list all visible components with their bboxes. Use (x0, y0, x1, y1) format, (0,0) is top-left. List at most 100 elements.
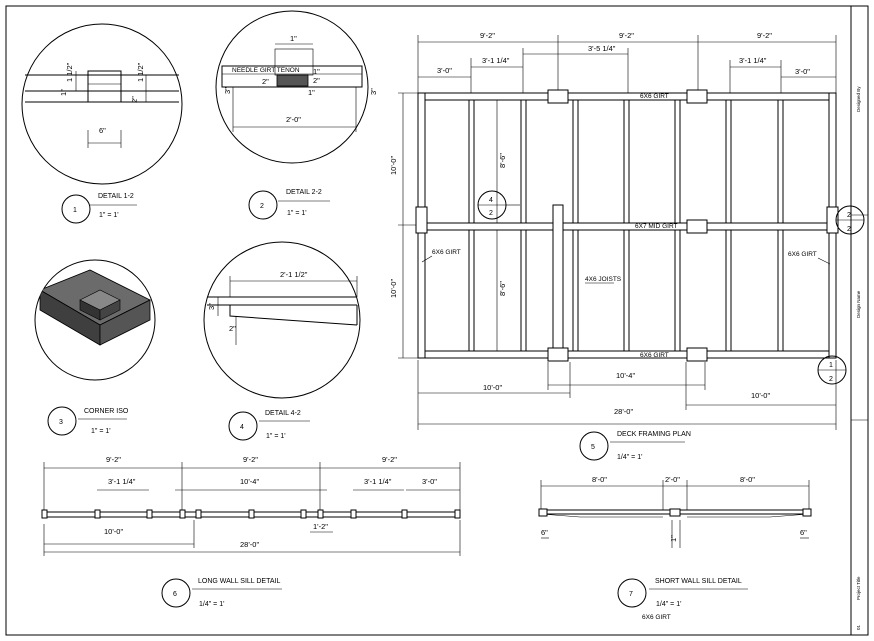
plan-joist (674, 99, 681, 224)
d22-dim-bottom: 2'-0" (286, 115, 301, 124)
plan-joist (725, 99, 732, 224)
s6-dim-t2: 9'-2" (243, 455, 258, 464)
d22-callout (248, 190, 278, 220)
s7-dim-t3: 8'-0" (740, 475, 755, 484)
plan-dim-v1: 10'-0" (389, 156, 398, 175)
plan-dim-j2: 8'-6" (498, 281, 507, 296)
d22-dim-top: 1" (290, 34, 297, 43)
plan-joist (777, 229, 784, 352)
s6-post (350, 509, 357, 519)
detail-1-2: 6" 1 1/2" 1 1/2" 1" 2" 1 DETAIL 1-2 1" =… (21, 23, 183, 224)
plan-scale: 1/4" = 1' (617, 454, 642, 461)
s6-dim-m3: 3'-1 1/4" (364, 477, 392, 486)
d12-title: DETAIL 1-2 (98, 193, 134, 200)
plan-dim-b3: 10'-0" (751, 391, 770, 400)
plan-dim-r0: 3'-0" (795, 67, 810, 76)
titleblock-number: 01 (856, 624, 861, 630)
plan-dim-l0: 3'-0" (437, 66, 452, 75)
d22-dim-b: 2" (262, 77, 269, 86)
plan-dim-top2: 9'-2" (619, 31, 634, 40)
detail-2-2: NEEDLE GIRT TENON 2'-0" 1" 3" 3" 2" 1" 2… (215, 10, 378, 220)
s6-post (248, 509, 255, 519)
s6-scale: 1/4" = 1' (199, 601, 224, 608)
d12-num: 1 (73, 207, 77, 214)
plan-dim-top1: 9'-2" (480, 31, 495, 40)
s6-callout (161, 578, 191, 608)
d42-scale: 1" = 1' (266, 433, 286, 440)
plan-joist (468, 99, 475, 224)
plan-label-joists: 4X6 JOISTS (585, 276, 622, 283)
d42-dim-bottom: 2" (229, 324, 236, 333)
plan-joist (777, 99, 784, 224)
d42-callout (228, 411, 258, 441)
s6-post (195, 509, 202, 519)
s7-note: 6X6 GIRT (642, 614, 671, 621)
s7-title: SHORT WALL SILL DETAIL (655, 578, 742, 585)
plan-joist (725, 229, 732, 352)
deck-framing-plan: 9'-2" 9'-2" 9'-2" 3'-5 1/4" 3'-1 1/4" 3'… (389, 31, 865, 461)
plan-dim-v2: 10'-0" (389, 279, 398, 298)
s6-post (454, 509, 461, 519)
s7-dim-b3: 6" (800, 528, 807, 537)
plan-joist (520, 99, 527, 224)
d12-dim-e: 6" (99, 126, 106, 135)
d12-dim-d: 2" (130, 96, 139, 103)
plan-title: DECK FRAMING PLAN (617, 431, 691, 438)
s7-scale: 1/4" = 1' (656, 601, 681, 608)
plan-callout-1-top: 4 (489, 197, 493, 204)
s6-post (179, 509, 186, 519)
d3-callout (47, 406, 77, 436)
detail-corner-iso: 3 CORNER ISO 1" = 1' (34, 259, 156, 436)
plan-joists (468, 99, 784, 352)
plan-joist (623, 229, 630, 352)
plan-post-center (552, 204, 564, 362)
plan-joist (572, 229, 579, 352)
short-wall-sill-detail: 8'-0" 2'-0" 8'-0" 6" 1" 6" 7 SHORT WALL … (538, 475, 812, 621)
plan-dim-b1: 10'-0" (483, 383, 502, 392)
d12-dim-a: 1 1/2" (65, 62, 74, 82)
plan-callout-1-bottom: 2 (489, 210, 493, 217)
s7-dim-t2: 2'-0" (665, 475, 680, 484)
d42-title: DETAIL 4-2 (265, 410, 301, 417)
d42-num: 4 (240, 424, 244, 431)
titleblock-bottom: Project Title (856, 576, 861, 600)
s6-dim-m1: 3'-1 1/4" (108, 477, 136, 486)
d22-note: NEEDLE GIRT TENON (232, 67, 300, 74)
s6-post (300, 509, 307, 519)
plan-callout-3-top: 1 (829, 362, 833, 369)
d22-title: DETAIL 2-2 (286, 189, 322, 196)
d3-scale: 1" = 1' (91, 428, 111, 435)
d22-dim-right: 3" (369, 88, 378, 95)
plan-callout-2-bottom: 2 (847, 226, 851, 233)
plan-callout-2-top: 2 (847, 212, 851, 219)
d22-num: 2 (260, 203, 264, 210)
plan-dim-top3: 9'-2" (757, 31, 772, 40)
plan-label-girt-mid: 6X7 MID GIRT (635, 223, 678, 230)
long-wall-sill-detail: 9'-2" 9'-2" 9'-2" 3'-1 1/4" 10'-4" 3'-1 … (41, 455, 461, 608)
d12-callout (61, 194, 91, 224)
s6-dim-m4: 3'-0" (422, 477, 437, 486)
plan-label-girt-left: 6X6 GIRT (432, 249, 461, 256)
s7-dim-b1: 6" (541, 528, 548, 537)
d12-scale: 1" = 1' (99, 212, 119, 219)
plan-girt-mid (417, 222, 837, 231)
d3-title: CORNER ISO (84, 408, 129, 415)
s6-dim-t3: 9'-2" (382, 455, 397, 464)
plan-dim-r1: 3'-1 1/4" (739, 56, 767, 65)
plan-dim-b4: 28'-0" (614, 407, 633, 416)
d42-dim-left: 3" (207, 303, 216, 310)
s6-post (401, 509, 408, 519)
plan-joist (623, 99, 630, 224)
plan-dim-mid: 3'-5 1/4" (588, 44, 616, 53)
titleblock-top: Designed By (856, 86, 861, 112)
s6-num: 6 (173, 591, 177, 598)
d42-dim-top: 2'-1 1/2" (280, 270, 308, 279)
d22-dim-a: 1" (313, 67, 320, 76)
s7-dim-b2: 1" (669, 535, 678, 542)
d22-dim-d: 1" (308, 88, 315, 97)
plan-dim-j1: 8'-6" (498, 153, 507, 168)
plan-joist (468, 229, 475, 352)
s6-dim-b3: 28'-0" (240, 540, 259, 549)
plan-dim-b2: 10'-4" (616, 371, 635, 380)
